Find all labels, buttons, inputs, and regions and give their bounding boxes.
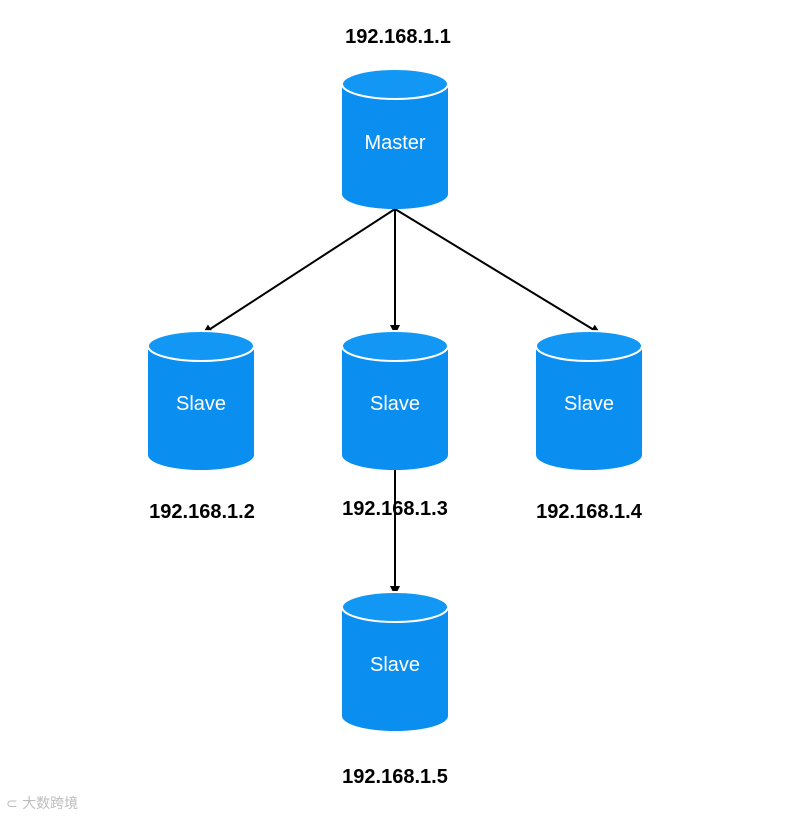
logo-icon: ⊂ <box>6 796 18 812</box>
slave-1-label: Slave <box>176 393 226 415</box>
slave-4-label: Slave <box>370 654 420 676</box>
watermark-text: 大数跨境 <box>22 796 79 812</box>
slave-3-ip: 192.168.1.4 <box>536 501 642 523</box>
master-database: Master <box>341 68 449 209</box>
slave-3-label: Slave <box>564 393 614 415</box>
master-label: Master <box>364 132 425 154</box>
slave-2-ip: 192.168.1.3 <box>342 498 448 520</box>
slave-4-ip: 192.168.1.5 <box>342 766 448 788</box>
edges <box>202 208 601 596</box>
slave-2-label: Slave <box>370 393 420 415</box>
slave-1-ip: 192.168.1.2 <box>149 501 255 523</box>
slave-database-2: Slave <box>341 330 449 470</box>
watermark: ⊂ 大数跨境 <box>6 793 78 813</box>
slave-database-4: Slave <box>341 591 449 731</box>
slave-database-3: Slave <box>535 330 643 470</box>
master-ip: 192.168.1.1 <box>345 26 451 48</box>
edge-master-slave-1 <box>202 208 396 335</box>
slave-database-1: Slave <box>147 330 255 470</box>
edge-master-slave-3 <box>394 208 601 335</box>
